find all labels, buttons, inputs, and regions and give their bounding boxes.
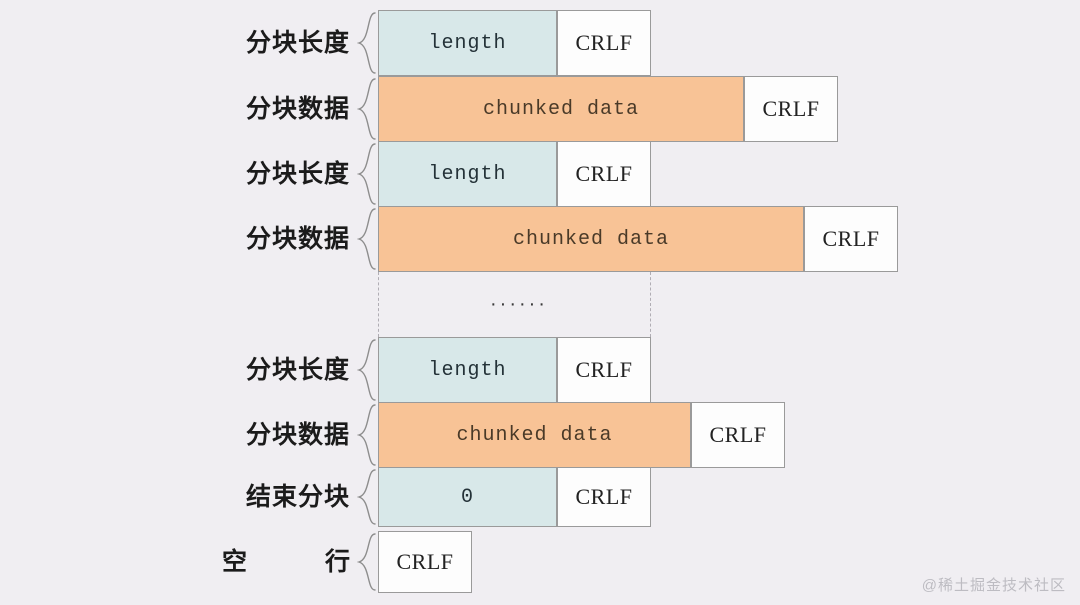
- segment-data-1-0: chunked data: [378, 76, 744, 142]
- segment-crlf-6-1: CRLF: [557, 467, 651, 527]
- curly-brace-icon-7: [357, 533, 377, 591]
- curly-brace-icon-4: [357, 339, 377, 401]
- segment-len-6-0: 0: [378, 467, 557, 527]
- dashed-continuation-line-0: [378, 272, 379, 337]
- row-label-6: 结束分块: [245, 483, 350, 511]
- segment-data-3-0: chunked data: [378, 206, 804, 272]
- curly-brace-icon-3: [357, 208, 377, 270]
- row-label-0: 分块长度: [245, 29, 350, 57]
- watermark: @稀土掘金技术社区: [921, 577, 1066, 594]
- segment-crlf-5-1: CRLF: [691, 402, 785, 468]
- curly-brace-icon-2: [357, 143, 377, 205]
- segment-crlf-2-1: CRLF: [557, 141, 651, 207]
- row-label-5: 分块数据: [245, 421, 350, 449]
- row-label-2: 分块长度: [245, 160, 350, 188]
- segment-crlf-4-1: CRLF: [557, 337, 651, 403]
- segment-crlf-3-1: CRLF: [804, 206, 898, 272]
- curly-brace-icon-5: [357, 404, 377, 466]
- segment-crlf-1-1: CRLF: [744, 76, 838, 142]
- segment-data-5-0: chunked data: [378, 402, 691, 468]
- continuation-ellipsis: ······: [490, 293, 548, 315]
- segment-crlf-7-0: CRLF: [378, 531, 472, 593]
- row-label-7: 空行: [222, 548, 350, 576]
- curly-brace-icon-1: [357, 78, 377, 140]
- row-label-3: 分块数据: [245, 225, 350, 253]
- curly-brace-icon-0: [357, 12, 377, 74]
- segment-crlf-0-1: CRLF: [557, 10, 651, 76]
- row-label-4: 分块长度: [245, 356, 350, 384]
- segment-len-2-0: length: [378, 141, 557, 207]
- segment-len-4-0: length: [378, 337, 557, 403]
- curly-brace-icon-6: [357, 469, 377, 525]
- row-label-1: 分块数据: [245, 95, 350, 123]
- dashed-continuation-line-1: [650, 272, 651, 337]
- segment-len-0-0: length: [378, 10, 557, 76]
